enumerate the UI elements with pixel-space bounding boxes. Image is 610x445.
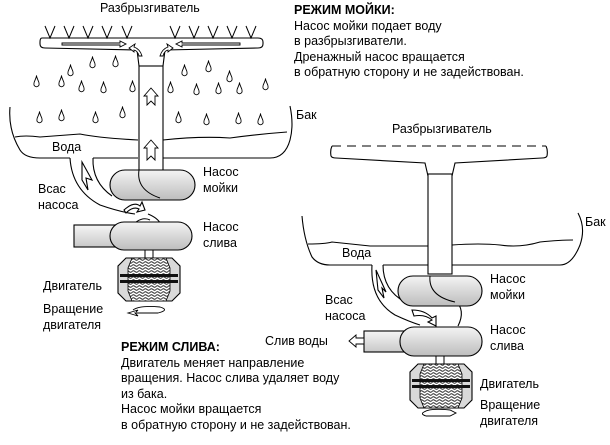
right-wash-pump bbox=[397, 275, 483, 307]
right-sprayer-label: Разбрызгиватель bbox=[392, 122, 492, 136]
left-intake-label-1: Всас bbox=[38, 182, 66, 196]
left-drain-pump-label-1: Насос bbox=[203, 220, 239, 234]
left-intake-pipe bbox=[69, 157, 163, 241]
left-drain-pump-label-2: слива bbox=[203, 236, 237, 250]
right-tank bbox=[301, 212, 584, 266]
left-sprayer-label: Разбрызгиватель bbox=[100, 1, 200, 15]
right-water-label: Вода bbox=[342, 246, 372, 260]
left-wash-pump bbox=[109, 169, 196, 201]
drain-mode-line: Насос мойки вращается bbox=[121, 402, 262, 416]
right-drain-pump-label-2: слива bbox=[490, 339, 524, 353]
rotation-arrow-icon bbox=[421, 408, 458, 417]
rotation-arrow-icon bbox=[126, 305, 165, 317]
left-rotation-label-1: Вращение bbox=[43, 302, 104, 316]
right-drain-pump-label-1: Насос bbox=[490, 323, 526, 337]
drain-mode-title: РЕЖИМ СЛИВА: bbox=[121, 340, 220, 354]
right-rotation-label-2: двигателя bbox=[480, 414, 539, 428]
wash-mode-line: Насос мойки подает воду bbox=[294, 18, 442, 33]
wash-mode-line: Дренажный насос вращается bbox=[294, 49, 465, 64]
right-tank-label: Бак bbox=[585, 215, 606, 229]
left-vertical-pipe bbox=[138, 65, 164, 183]
left-sprayer-arm bbox=[39, 25, 264, 67]
left-diagram bbox=[9, 25, 293, 317]
right-intake-pipe bbox=[371, 264, 462, 327]
left-wash-pump-label-2: мойки bbox=[203, 181, 238, 195]
drain-mode-line: в обратную сторону и не задействован. bbox=[121, 417, 351, 432]
drain-mode-line: из бака. bbox=[121, 386, 168, 401]
left-wash-pump-label-1: Насос bbox=[203, 165, 239, 179]
right-rotation-label-1: Вращение bbox=[480, 398, 541, 412]
wash-mode-line: в обратную сторону и не задействован. bbox=[294, 65, 524, 79]
wash-mode-description: РЕЖИМ МОЙКИ: Насос мойки подает воду в р… bbox=[294, 3, 524, 81]
left-motor bbox=[117, 249, 181, 317]
left-rotation-label-2: двигателя bbox=[43, 318, 102, 332]
wash-mode-title: РЕЖИМ МОЙКИ: bbox=[294, 3, 395, 17]
right-motor-label: Двигатель bbox=[480, 377, 539, 391]
right-wash-pump-label-1: Насос bbox=[490, 272, 526, 286]
left-drain-pump bbox=[73, 221, 193, 251]
right-wash-pump-label-2: мойки bbox=[490, 288, 525, 302]
left-tank-label: Бак bbox=[296, 108, 317, 122]
left-intake-label-2: насоса bbox=[38, 198, 79, 212]
right-vertical-pipe bbox=[427, 173, 453, 275]
drain-mode-line: вращения. Насос слива удаляет воду bbox=[121, 371, 340, 385]
right-sprayer-arm bbox=[330, 145, 548, 177]
drain-arrow-icon bbox=[348, 334, 365, 348]
right-intake-label-2: насоса bbox=[325, 309, 366, 323]
right-drain-pump bbox=[348, 326, 483, 357]
drain-mode-description: РЕЖИМ СЛИВА: Двигатель меняет направлени… bbox=[121, 340, 351, 433]
drain-mode-line: Двигатель меняет направление bbox=[121, 355, 305, 370]
left-water-label: Вода bbox=[52, 140, 82, 154]
left-tank bbox=[9, 105, 293, 159]
drain-outlet-label: Слив воды bbox=[265, 334, 328, 348]
left-motor-label: Двигатель bbox=[43, 279, 102, 293]
wash-mode-line: в разбрызгиватели. bbox=[294, 34, 407, 48]
right-diagram bbox=[301, 145, 584, 417]
right-motor bbox=[409, 355, 473, 417]
right-intake-label-1: Всас bbox=[325, 293, 353, 307]
